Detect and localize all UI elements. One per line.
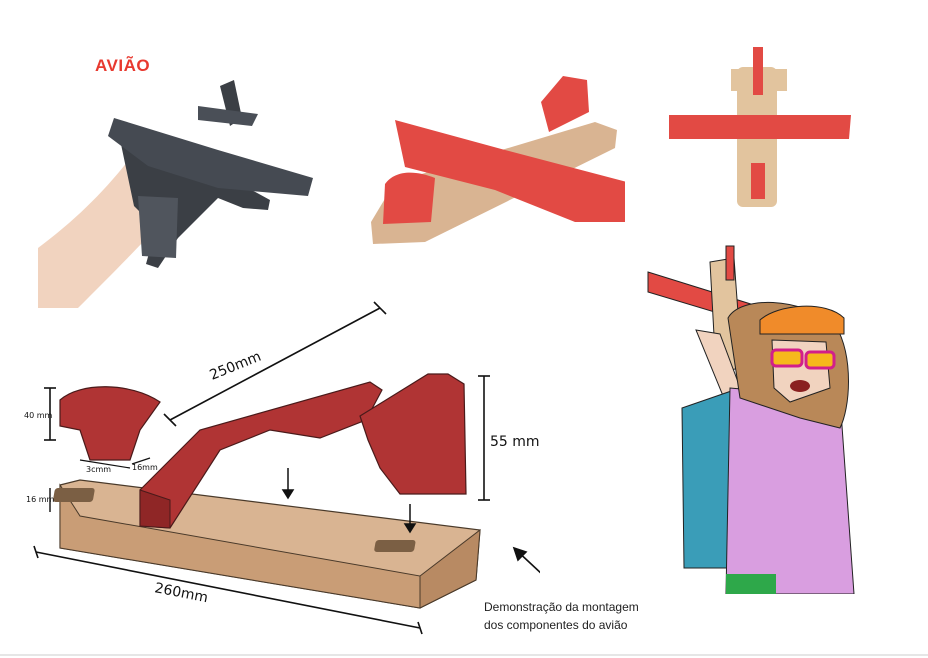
page-divider [0, 654, 928, 656]
illustration-child-with-airplane [647, 245, 855, 594]
tail-fin [359, 373, 467, 495]
dimension-55mm: 55 mm [490, 434, 540, 450]
photo-airplane-top-view [669, 47, 851, 207]
assembly-caption: Demonstração da montagem dos componentes… [484, 598, 639, 634]
dimension-3cmm: 3cmm [86, 465, 111, 474]
assembly-diagram: 250mm 55 mm 40 mm 16 mm 3cmm 16mm 260mm [24, 301, 540, 635]
photo-red-wood-airplane [371, 76, 625, 244]
dimension-250mm: 250mm [208, 349, 264, 384]
photo-dark-airplane-in-hand [38, 80, 313, 308]
dimension-40mm: 40 mm [24, 411, 53, 420]
small-fin [59, 386, 161, 461]
page-title: AVIÃO [95, 56, 151, 75]
dimension-16mm: 16 mm [26, 495, 55, 504]
dimension-16mm-small: 16mm [132, 463, 158, 472]
caption-line-1: Demonstração da montagem [484, 600, 639, 614]
caption-line-2: dos componentes do avião [484, 618, 628, 632]
base-plank [53, 479, 481, 609]
wing-piece [139, 381, 383, 529]
